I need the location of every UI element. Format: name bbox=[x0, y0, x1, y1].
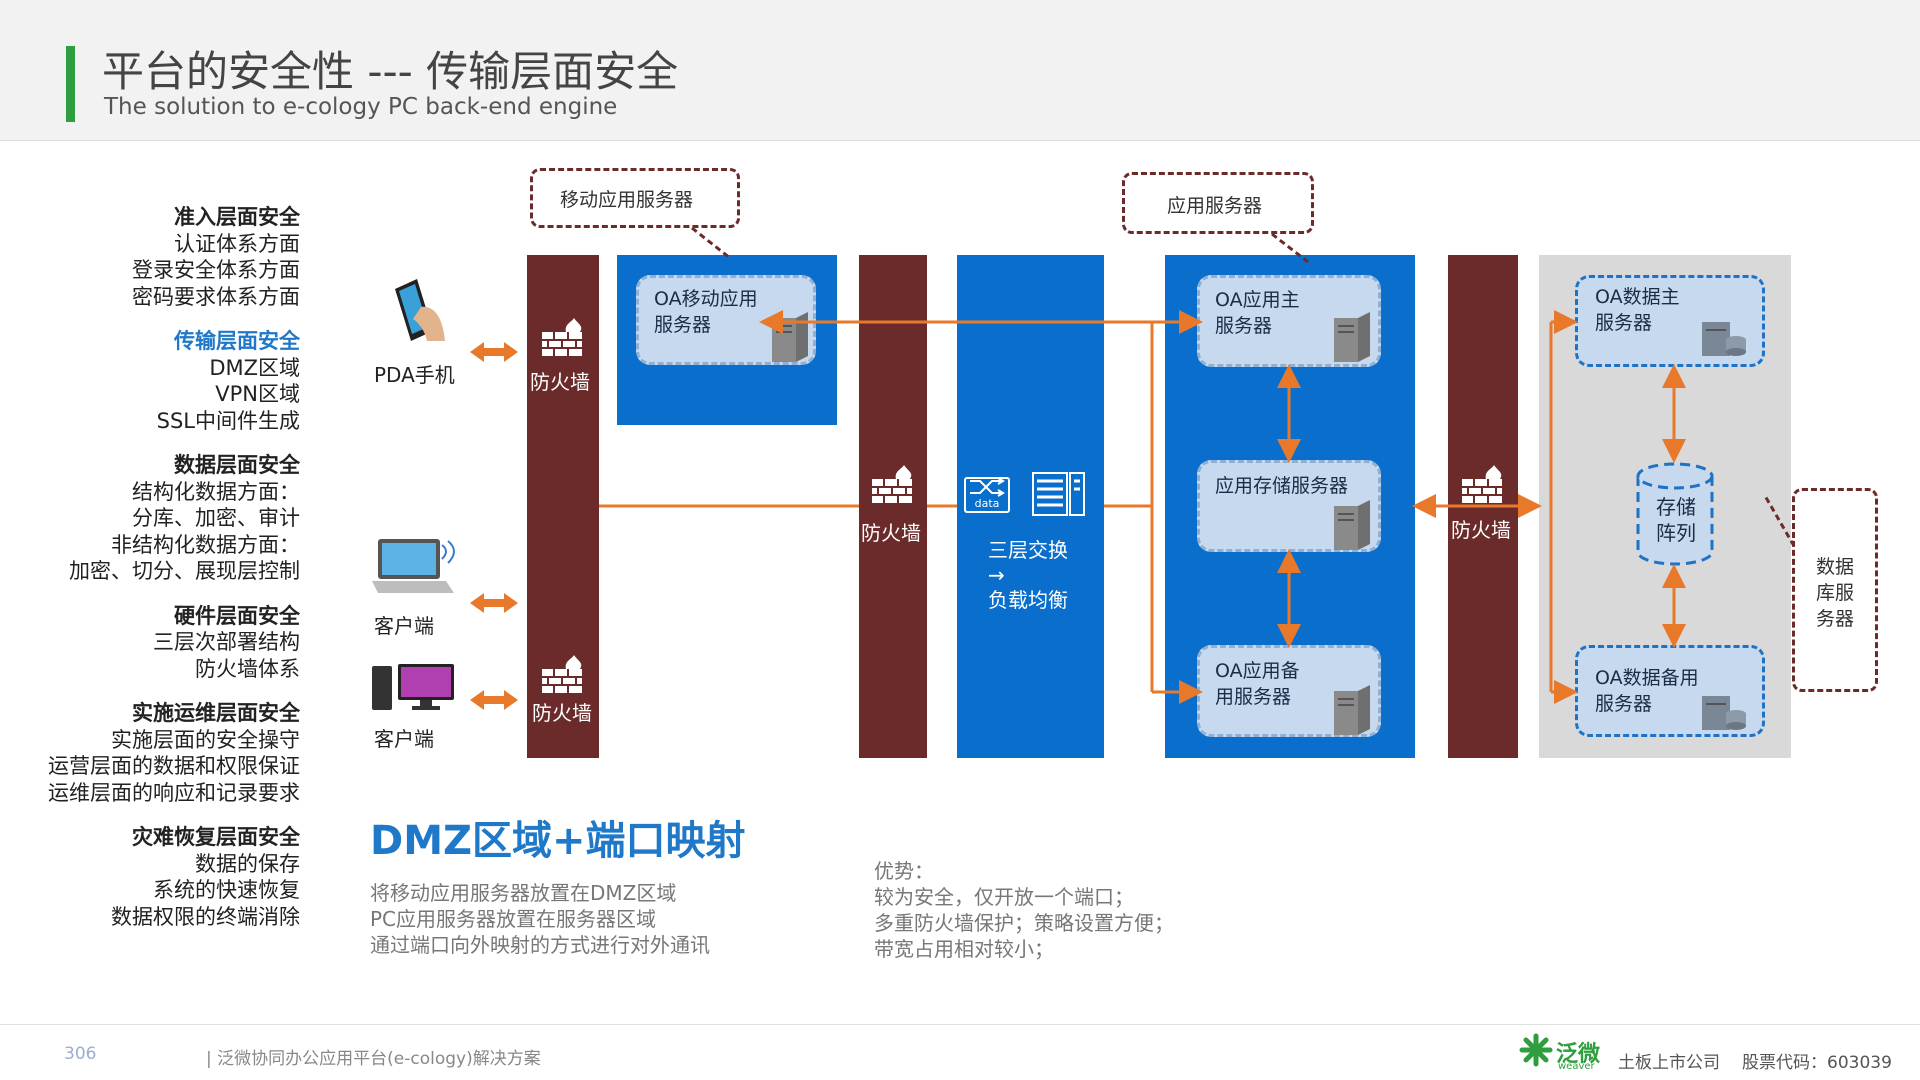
switch-label-line1: 三层交换 bbox=[988, 538, 1068, 562]
advantages-line: 多重防火墙保护；策略设置方便； bbox=[874, 911, 1174, 935]
brand-name-en: weaver bbox=[1558, 1061, 1595, 1072]
menu-line: 数据的保存 bbox=[195, 851, 300, 876]
menu-line: SSL中间件生成 bbox=[156, 408, 300, 433]
server-tower-icon bbox=[1334, 312, 1370, 362]
switch-label-line2: 负载均衡 bbox=[988, 588, 1068, 612]
db-main-label: OA数据主服务器 bbox=[1595, 286, 1680, 334]
menu-section-title[interactable]: 数据层面安全 bbox=[174, 453, 300, 477]
description-line: 将移动应用服务器放置在DMZ区域 bbox=[370, 881, 677, 905]
storage-array-icon[interactable] bbox=[1634, 460, 1716, 568]
weaver-logo-icon bbox=[1519, 1033, 1553, 1067]
callout-mobile-server bbox=[530, 168, 740, 228]
firewall-brick-icon bbox=[872, 465, 912, 503]
stock-code: 股票代码：603039 bbox=[1742, 1053, 1892, 1073]
desktop-icon bbox=[372, 664, 454, 710]
footer-document-title: | 泛微协同办公应用平台(e-cology)解决方案 bbox=[206, 1049, 541, 1069]
storage-array-label: 存储阵列 bbox=[1656, 495, 1696, 545]
page-number: 306 bbox=[64, 1044, 97, 1064]
menu-line: 分库、加密、审计 bbox=[132, 506, 300, 530]
menu-section: 数据层面安全 结构化数据方面： 分库、加密、审计 非结构化数据方面： 加密、切分… bbox=[48, 452, 300, 585]
firewall-label: 防火墙 bbox=[530, 370, 590, 394]
callout-app-label: 应用服务器 bbox=[1167, 195, 1263, 217]
advantages-title: 优势： bbox=[874, 859, 934, 883]
menu-line: DMZ区域 bbox=[209, 355, 300, 380]
menu-section: 准入层面安全 认证体系方面 登录安全体系方面 密码要求体系方面 bbox=[48, 204, 300, 310]
menu-section: 传输层面安全 DMZ区域 VPN区域 SSL中间件生成 bbox=[48, 328, 300, 434]
menu-line: 防火墙体系 bbox=[195, 656, 300, 681]
brand-name: 泛微 bbox=[1556, 1042, 1601, 1067]
firewall-label: 防火墙 bbox=[861, 521, 921, 545]
security-menu: 准入层面安全 认证体系方面 登录安全体系方面 密码要求体系方面 传输层面安全 D… bbox=[48, 204, 300, 948]
menu-section-title[interactable]: 准入层面安全 bbox=[174, 205, 300, 229]
data-switch-icon: data bbox=[964, 477, 1010, 513]
laptop-icon bbox=[372, 539, 455, 593]
menu-section: 灾难恢复层面安全 数据的保存 系统的快速恢复 数据权限的终端消除 bbox=[48, 824, 300, 930]
menu-line: 非结构化数据方面： bbox=[111, 532, 300, 557]
menu-line: 系统的快速恢复 bbox=[153, 878, 300, 902]
menu-line: 运营层面的数据和权限保证 bbox=[48, 754, 300, 778]
description-line: 通过端口向外映射的方式进行对外通讯 bbox=[370, 933, 710, 957]
menu-line: 加密、切分、展现层控制 bbox=[69, 559, 300, 583]
advantages-block: 优势： 较为安全，仅开放一个端口； 多重防火墙保护；策略设置方便； 带宽占用相对… bbox=[874, 858, 1174, 962]
rack-server-icon bbox=[1032, 472, 1085, 516]
menu-line: 三层次部署结构 bbox=[153, 630, 300, 654]
description-line: PC应用服务器放置在服务器区域 bbox=[370, 907, 657, 931]
switch-zone bbox=[957, 255, 1104, 758]
title-accent-bar bbox=[66, 46, 75, 122]
data-switch-icon-text: data bbox=[974, 497, 1000, 510]
menu-line: 登录安全体系方面 bbox=[132, 258, 300, 282]
firewall-middle bbox=[859, 255, 927, 758]
firewall-brick-icon bbox=[542, 655, 582, 693]
pda-phone-icon bbox=[395, 279, 445, 341]
firewall-label: 防火墙 bbox=[1451, 518, 1511, 542]
menu-line: 结构化数据方面： bbox=[132, 479, 300, 504]
menu-section-title[interactable]: 实施运维层面安全 bbox=[132, 701, 300, 725]
menu-line: 实施层面的安全操守 bbox=[111, 727, 300, 752]
desktop-label: 客户端 bbox=[374, 727, 434, 751]
description-block: 将移动应用服务器放置在DMZ区域 PC应用服务器放置在服务器区域 通过端口向外映… bbox=[370, 880, 710, 958]
callout-pointer bbox=[1271, 232, 1309, 264]
menu-section: 硬件层面安全 三层次部署结构 防火墙体系 bbox=[48, 603, 300, 683]
server-tower-icon bbox=[1334, 685, 1370, 735]
advantages-line: 带宽占用相对较小； bbox=[874, 937, 1054, 961]
menu-line: VPN区域 bbox=[215, 382, 300, 406]
menu-section-title-active[interactable]: 传输层面安全 bbox=[174, 329, 300, 353]
menu-section-title[interactable]: 硬件层面安全 bbox=[174, 603, 300, 628]
server-tower-icon bbox=[1334, 500, 1370, 550]
app-storage-label: 应用存储服务器 bbox=[1215, 475, 1349, 497]
pda-label: PDA手机 bbox=[374, 363, 455, 387]
firewall-brick-icon bbox=[542, 318, 582, 356]
footer-divider bbox=[0, 1024, 1920, 1025]
menu-line: 运维层面的响应和记录要求 bbox=[48, 780, 300, 805]
app-backup-label: OA应用备用服务器 bbox=[1215, 660, 1300, 708]
firewall-label: 防火墙 bbox=[532, 701, 592, 725]
callout-app-server bbox=[1122, 172, 1314, 234]
laptop-label: 客户端 bbox=[374, 614, 434, 638]
advantages-line: 较为安全，仅开放一个端口； bbox=[874, 885, 1134, 909]
app-main-label: OA应用主服务器 bbox=[1215, 289, 1300, 337]
switch-label: 三层交换 → 负载均衡 bbox=[988, 538, 1068, 613]
callout-pointer bbox=[1762, 493, 1796, 547]
menu-section-title[interactable]: 灾难恢复层面安全 bbox=[132, 825, 300, 849]
header-bar bbox=[0, 0, 1920, 141]
switch-arrows-icon bbox=[970, 477, 1005, 497]
database-server-icon bbox=[1702, 322, 1746, 356]
menu-section: 实施运维层面安全 实施层面的安全操守 运营层面的数据和权限保证 运维层面的响应和… bbox=[48, 700, 300, 806]
switch-label-arrow: → bbox=[988, 563, 1005, 587]
db-backup-label: OA数据备用服务器 bbox=[1595, 667, 1699, 715]
callout-db-label: 数据库服务器 bbox=[1815, 556, 1854, 630]
menu-line: 密码要求体系方面 bbox=[132, 284, 300, 309]
menu-line: 数据权限的终端消除 bbox=[111, 904, 300, 929]
callout-pointer bbox=[691, 226, 731, 260]
database-server-icon bbox=[1702, 696, 1746, 730]
menu-line: 认证体系方面 bbox=[174, 231, 300, 256]
callout-mobile-label: 移动应用服务器 bbox=[560, 189, 694, 211]
listing-text: 土板上市公司 bbox=[1618, 1053, 1720, 1073]
mobile-server-label: OA移动应用服务器 bbox=[654, 288, 758, 336]
page-title: 平台的安全性 --- 传输层面安全 bbox=[102, 47, 679, 96]
callout-db-server bbox=[1792, 488, 1878, 692]
dmz-heading: DMZ区域+端口映射 bbox=[370, 818, 746, 864]
page-subtitle: The solution to e-cology PC back-end eng… bbox=[104, 94, 618, 120]
